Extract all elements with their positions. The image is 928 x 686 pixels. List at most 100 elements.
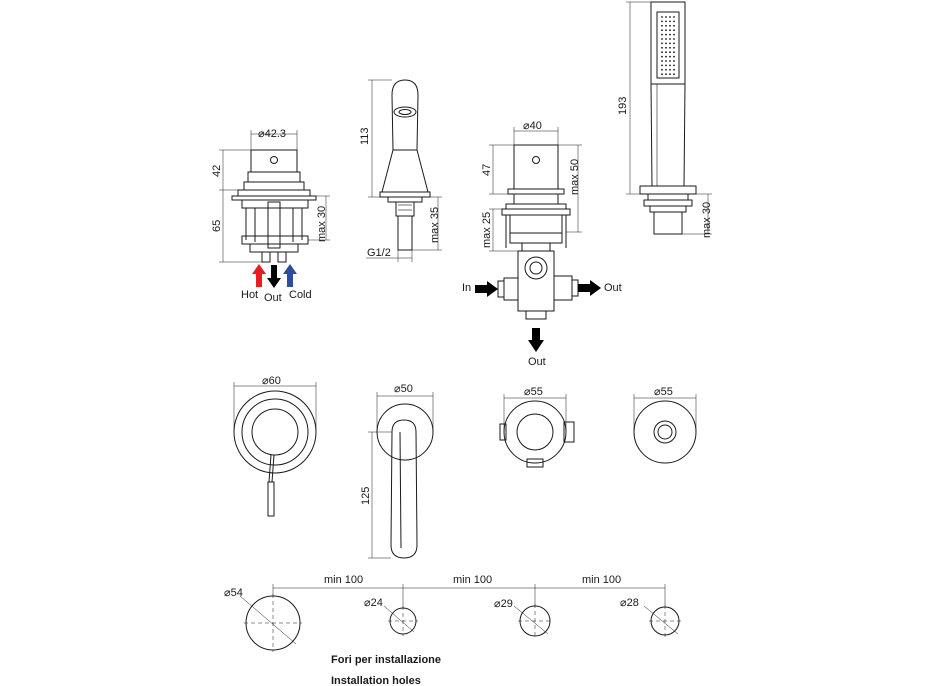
diverter-max-lower-label: max 25 <box>481 212 493 248</box>
shower-height-label: 193 <box>617 97 629 115</box>
plate-mixer-label: ⌀60 <box>262 375 281 387</box>
nozzle-dot <box>665 29 667 32</box>
hole-3-label: ⌀29 <box>494 598 513 610</box>
mixer-top-height-label: 42 <box>211 165 223 177</box>
mixer-body-height-label: 65 <box>211 220 223 232</box>
nozzle-dot <box>669 64 671 67</box>
mixer-out-label: Out <box>264 292 282 304</box>
diverter-side-view: ⌀40 47 max 50 max 25 In Out Out <box>462 120 622 368</box>
plate-shower-label: ⌀55 <box>654 386 673 398</box>
mixer-max-label: max 30 <box>316 206 328 242</box>
nozzle-dot <box>665 55 667 58</box>
nozzle-dot <box>673 24 675 27</box>
diverter-max-upper-label: max 50 <box>569 159 581 195</box>
diverter-top-height-label: 47 <box>481 164 493 176</box>
nozzle-dot <box>661 51 663 54</box>
nozzle-dot <box>673 73 675 76</box>
nozzle-dot <box>661 42 663 45</box>
plate-spout-label: ⌀50 <box>394 383 413 395</box>
nozzle-dot <box>665 33 667 36</box>
nozzle-dot <box>661 55 663 58</box>
nozzle-dot <box>661 38 663 40</box>
spout-height-label: 113 <box>359 127 371 145</box>
in-label: In <box>462 282 471 294</box>
nozzle-dot <box>673 38 675 40</box>
nozzle-dot <box>665 68 667 71</box>
nozzle-dot <box>673 46 675 49</box>
spout-plate-view: ⌀50 125 <box>360 383 434 559</box>
out-right-arrow-icon <box>578 280 601 296</box>
diverter-diameter-label: ⌀40 <box>523 120 542 132</box>
spacing-3-label: min 100 <box>582 574 621 586</box>
shower-max-label: max 30 <box>701 202 713 238</box>
nozzle-dot <box>673 55 675 58</box>
hole-4: ⌀28 <box>620 597 681 637</box>
nozzle-dot <box>673 68 675 71</box>
nozzle-dot <box>673 33 675 36</box>
nozzle-dot <box>669 29 671 32</box>
nozzle-dot <box>665 60 667 62</box>
hole-3: ⌀29 <box>494 598 552 638</box>
nozzle-dot <box>673 29 675 32</box>
nozzle-dot <box>669 51 671 54</box>
nozzle-dot <box>665 51 667 54</box>
nozzle-dot <box>661 64 663 67</box>
hot-arrow-icon <box>252 264 266 287</box>
nozzle-dot <box>661 60 663 62</box>
nozzle-dot <box>673 16 675 18</box>
mixer-plate-view: ⌀60 <box>233 375 317 517</box>
cold-arrow-icon <box>283 264 297 287</box>
nozzle-dot <box>673 42 675 45</box>
hole-2: ⌀24 <box>364 597 418 636</box>
nozzle-dot <box>669 46 671 49</box>
hole-4-label: ⌀28 <box>620 597 639 609</box>
nozzle-dot <box>665 42 667 45</box>
hole-2-label: ⌀24 <box>364 597 383 609</box>
nozzle-dot <box>661 33 663 36</box>
mixer-side-view: ⌀42.3 42 65 max 30 Hot Out Cold <box>211 128 330 304</box>
hot-label: Hot <box>241 289 258 301</box>
hand-shower-side-view: 193 max 30 <box>617 1 713 238</box>
in-arrow-icon <box>475 281 498 297</box>
nozzle-dot <box>669 73 671 76</box>
nozzle-dot <box>669 24 671 27</box>
nozzle-dot <box>669 42 671 45</box>
nozzle-dot <box>661 73 663 76</box>
nozzle-dot <box>665 73 667 76</box>
nozzle-dot <box>669 60 671 62</box>
nozzle-dot <box>665 16 667 18</box>
spacing-2-label: min 100 <box>453 574 492 586</box>
nozzle-dot <box>669 55 671 58</box>
hole-1: ⌀54 <box>224 587 302 652</box>
spacing-1-label: min 100 <box>324 574 363 586</box>
spout-max-label: max 35 <box>429 207 441 243</box>
nozzle-dot <box>665 64 667 67</box>
out-bottom-arrow-icon <box>528 328 544 352</box>
nozzle-dot <box>661 24 663 27</box>
nozzle-dot <box>669 16 671 18</box>
caption-italian: Fori per installazione <box>331 654 441 666</box>
spout-side-view: 113 max 35 G1/2 <box>359 79 442 262</box>
shower-nozzles <box>661 16 675 76</box>
hole-1-label: ⌀54 <box>224 587 243 599</box>
installation-holes: min 100 min 100 min 100 ⌀54 ⌀24 ⌀29 <box>224 574 681 686</box>
nozzle-dot <box>661 16 663 18</box>
diverter-out-bottom-label: Out <box>528 356 546 368</box>
out-arrow-icon <box>267 265 281 288</box>
nozzle-dot <box>669 20 671 23</box>
nozzle-dot <box>673 20 675 23</box>
spout-thread-label: G1/2 <box>367 247 391 259</box>
nozzle-dot <box>661 46 663 49</box>
cold-label: Cold <box>289 289 312 301</box>
nozzle-dot <box>669 68 671 71</box>
mixer-diameter-label: ⌀42.3 <box>258 128 286 140</box>
nozzle-dot <box>669 33 671 36</box>
caption-english: Installation holes <box>331 675 421 686</box>
nozzle-dot <box>661 68 663 71</box>
nozzle-dot <box>661 29 663 32</box>
plate-spout-length-label: 125 <box>360 487 372 505</box>
nozzle-dot <box>665 20 667 23</box>
nozzle-dot <box>673 64 675 67</box>
nozzle-dot <box>665 38 667 40</box>
